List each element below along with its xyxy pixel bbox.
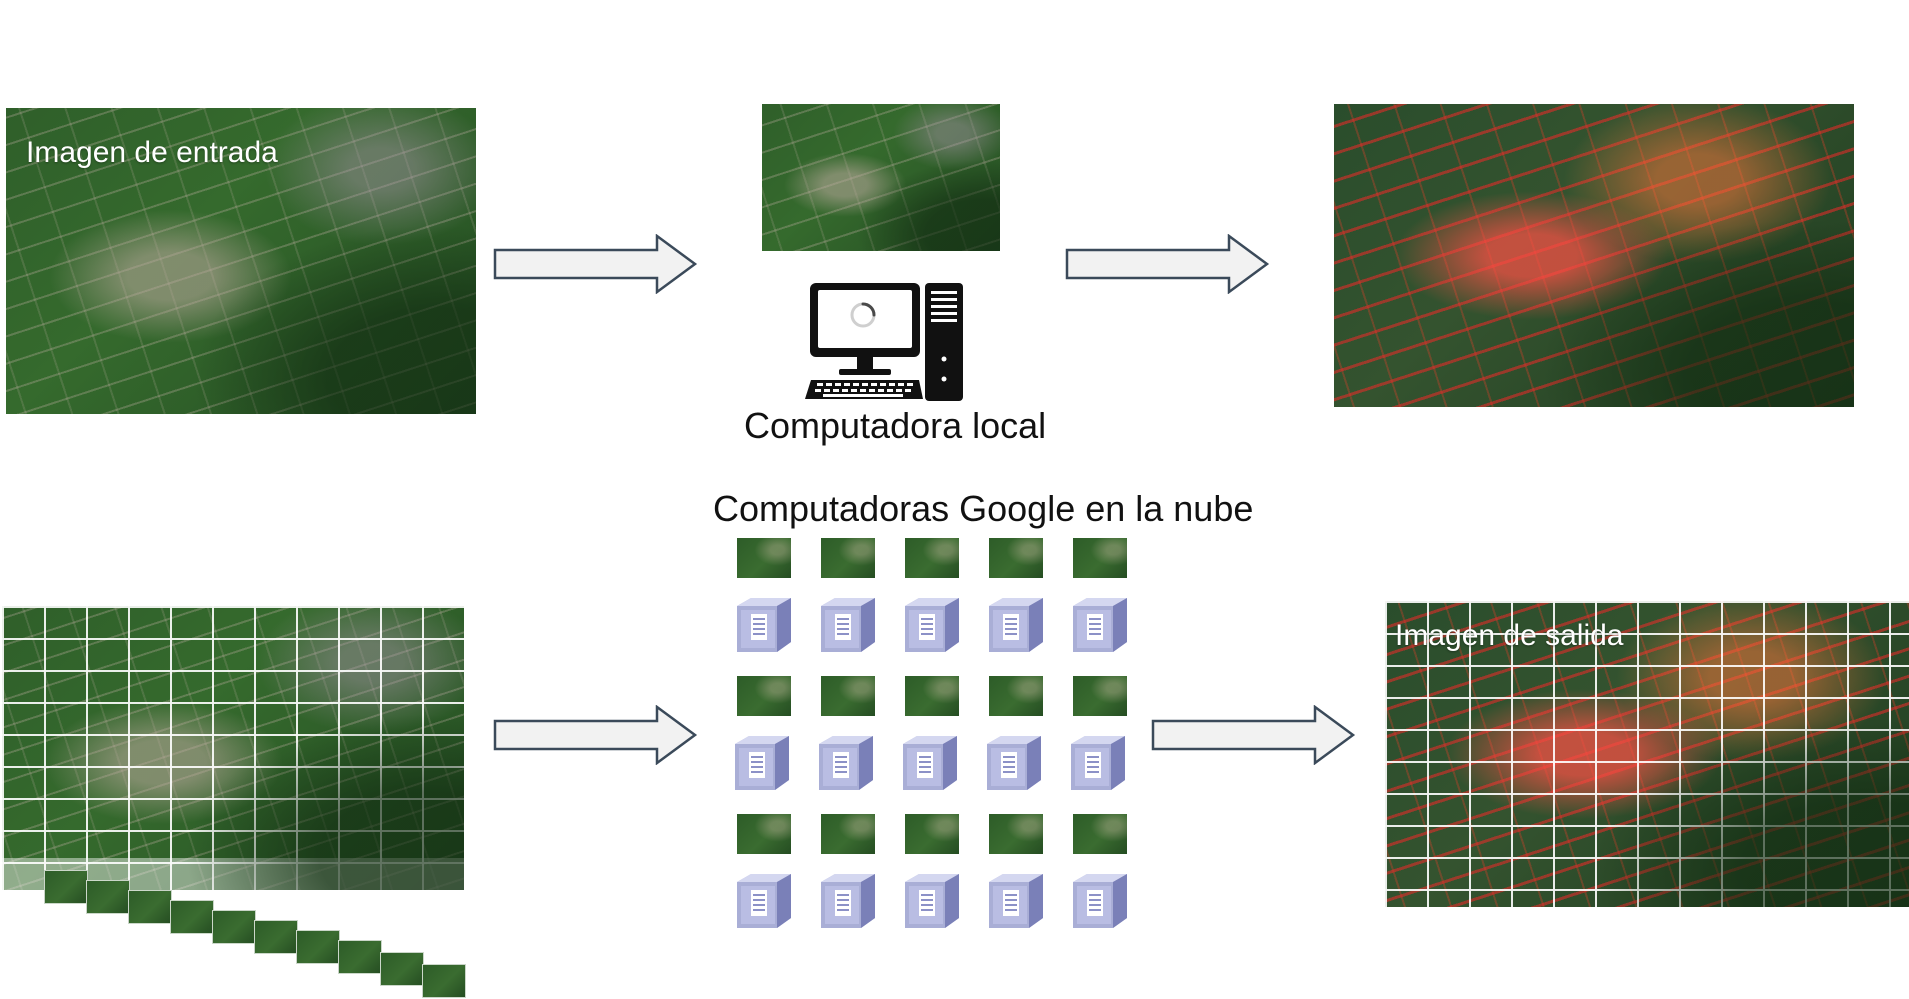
server-icon: [1065, 734, 1127, 792]
stacked-tile: [44, 870, 88, 904]
stacked-tile: [254, 920, 298, 954]
desktop-computer-icon: [805, 283, 963, 401]
image-tile: [821, 676, 875, 716]
server-icon: [729, 734, 791, 792]
input-satellite-image: Imagen de entrada: [6, 108, 476, 414]
server-icon: [815, 872, 877, 930]
image-tile: [905, 538, 959, 578]
server-icon: [981, 734, 1043, 792]
image-tile: [905, 676, 959, 716]
server-icon: [899, 872, 961, 930]
server-icon: [731, 872, 793, 930]
stacked-tile: [296, 930, 340, 964]
stacked-tile: [338, 940, 382, 974]
input-image-label: Imagen de entrada: [26, 136, 278, 169]
image-tile: [989, 538, 1043, 578]
stacked-tile: [212, 910, 256, 944]
gridded-output-image: Imagen de salida: [1385, 601, 1909, 907]
image-tile: [905, 814, 959, 854]
stacked-tile: [380, 952, 424, 986]
server-icon: [1067, 872, 1129, 930]
right-arrow-icon: [1151, 705, 1356, 765]
image-tile: [737, 676, 791, 716]
stacked-tile: [422, 964, 466, 998]
image-tile: [821, 538, 875, 578]
image-tile: [1073, 814, 1127, 854]
server-icon: [815, 596, 877, 654]
gridded-input-image: [2, 606, 464, 890]
server-icon: [1067, 596, 1129, 654]
loading-spinner-icon: [850, 302, 876, 328]
image-tile: [1073, 538, 1127, 578]
top-output-satellite-image: [1334, 104, 1854, 407]
image-tile: [821, 814, 875, 854]
server-icon: [897, 734, 959, 792]
stacked-tile: [86, 880, 130, 914]
stacked-tile: [170, 900, 214, 934]
image-tile: [737, 538, 791, 578]
server-icon: [899, 596, 961, 654]
image-tile: [989, 676, 1043, 716]
grid-overlay: [1385, 601, 1909, 907]
stacked-tile: [128, 890, 172, 924]
image-tile: [737, 814, 791, 854]
server-icon: [731, 596, 793, 654]
image-tile: [989, 814, 1043, 854]
cloud-computers-caption: Computadoras Google en la nube: [713, 488, 1254, 529]
right-arrow-icon: [1065, 234, 1270, 294]
right-arrow-icon: [493, 705, 698, 765]
server-icon: [983, 872, 1045, 930]
right-arrow-icon: [493, 234, 698, 294]
server-icon: [813, 734, 875, 792]
image-tile: [1073, 676, 1127, 716]
local-computer-caption: Computadora local: [744, 405, 1047, 446]
grid-overlay: [2, 606, 464, 890]
output-image-label: Imagen de salida: [1395, 619, 1624, 652]
server-icon: [983, 596, 1045, 654]
local-computer-image-thumbnail: [762, 104, 1000, 251]
